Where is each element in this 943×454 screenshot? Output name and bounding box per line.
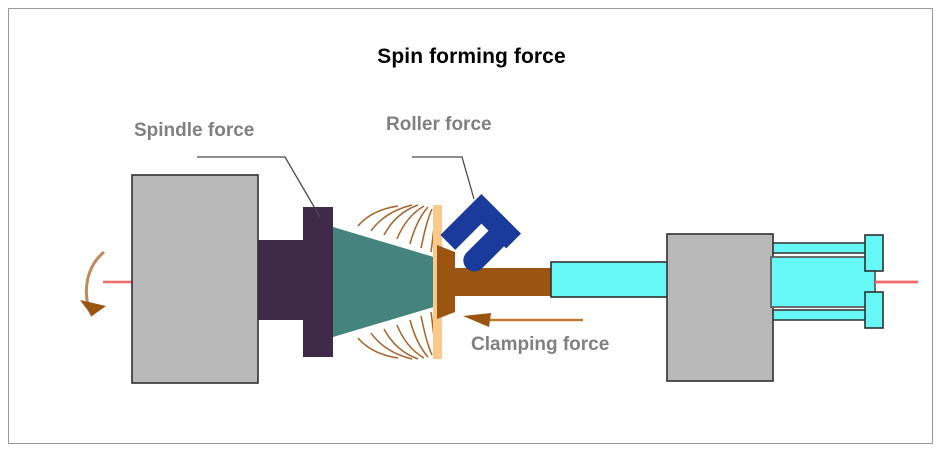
cylinder-endcap-upper [864,234,884,272]
clamping-force-label: Clamping force [471,334,610,355]
forming-roller [440,193,522,272]
tailstock-block [666,233,774,382]
clamping-rod [437,245,552,319]
figure-title: Spin forming force [377,45,566,68]
material-flow-lines-upper [357,204,437,253]
tailstock-shaft [550,261,672,298]
conical-workpiece [333,227,437,337]
clamping-force-arrow [463,313,583,327]
hydraulic-cylinder [770,256,876,308]
spindle-mandrel [258,207,333,357]
headstock-block [131,174,259,384]
roller-force-label: Roller force [386,114,492,135]
cylinder-endcap-lower [864,291,884,329]
spindle-rotation-arrow [80,250,106,317]
spindle-force-label: Spindle force [134,120,255,141]
spindle-force-leader-line [197,156,321,218]
material-flow-lines-lower [357,311,437,360]
roller-force-leader-line [412,156,475,200]
